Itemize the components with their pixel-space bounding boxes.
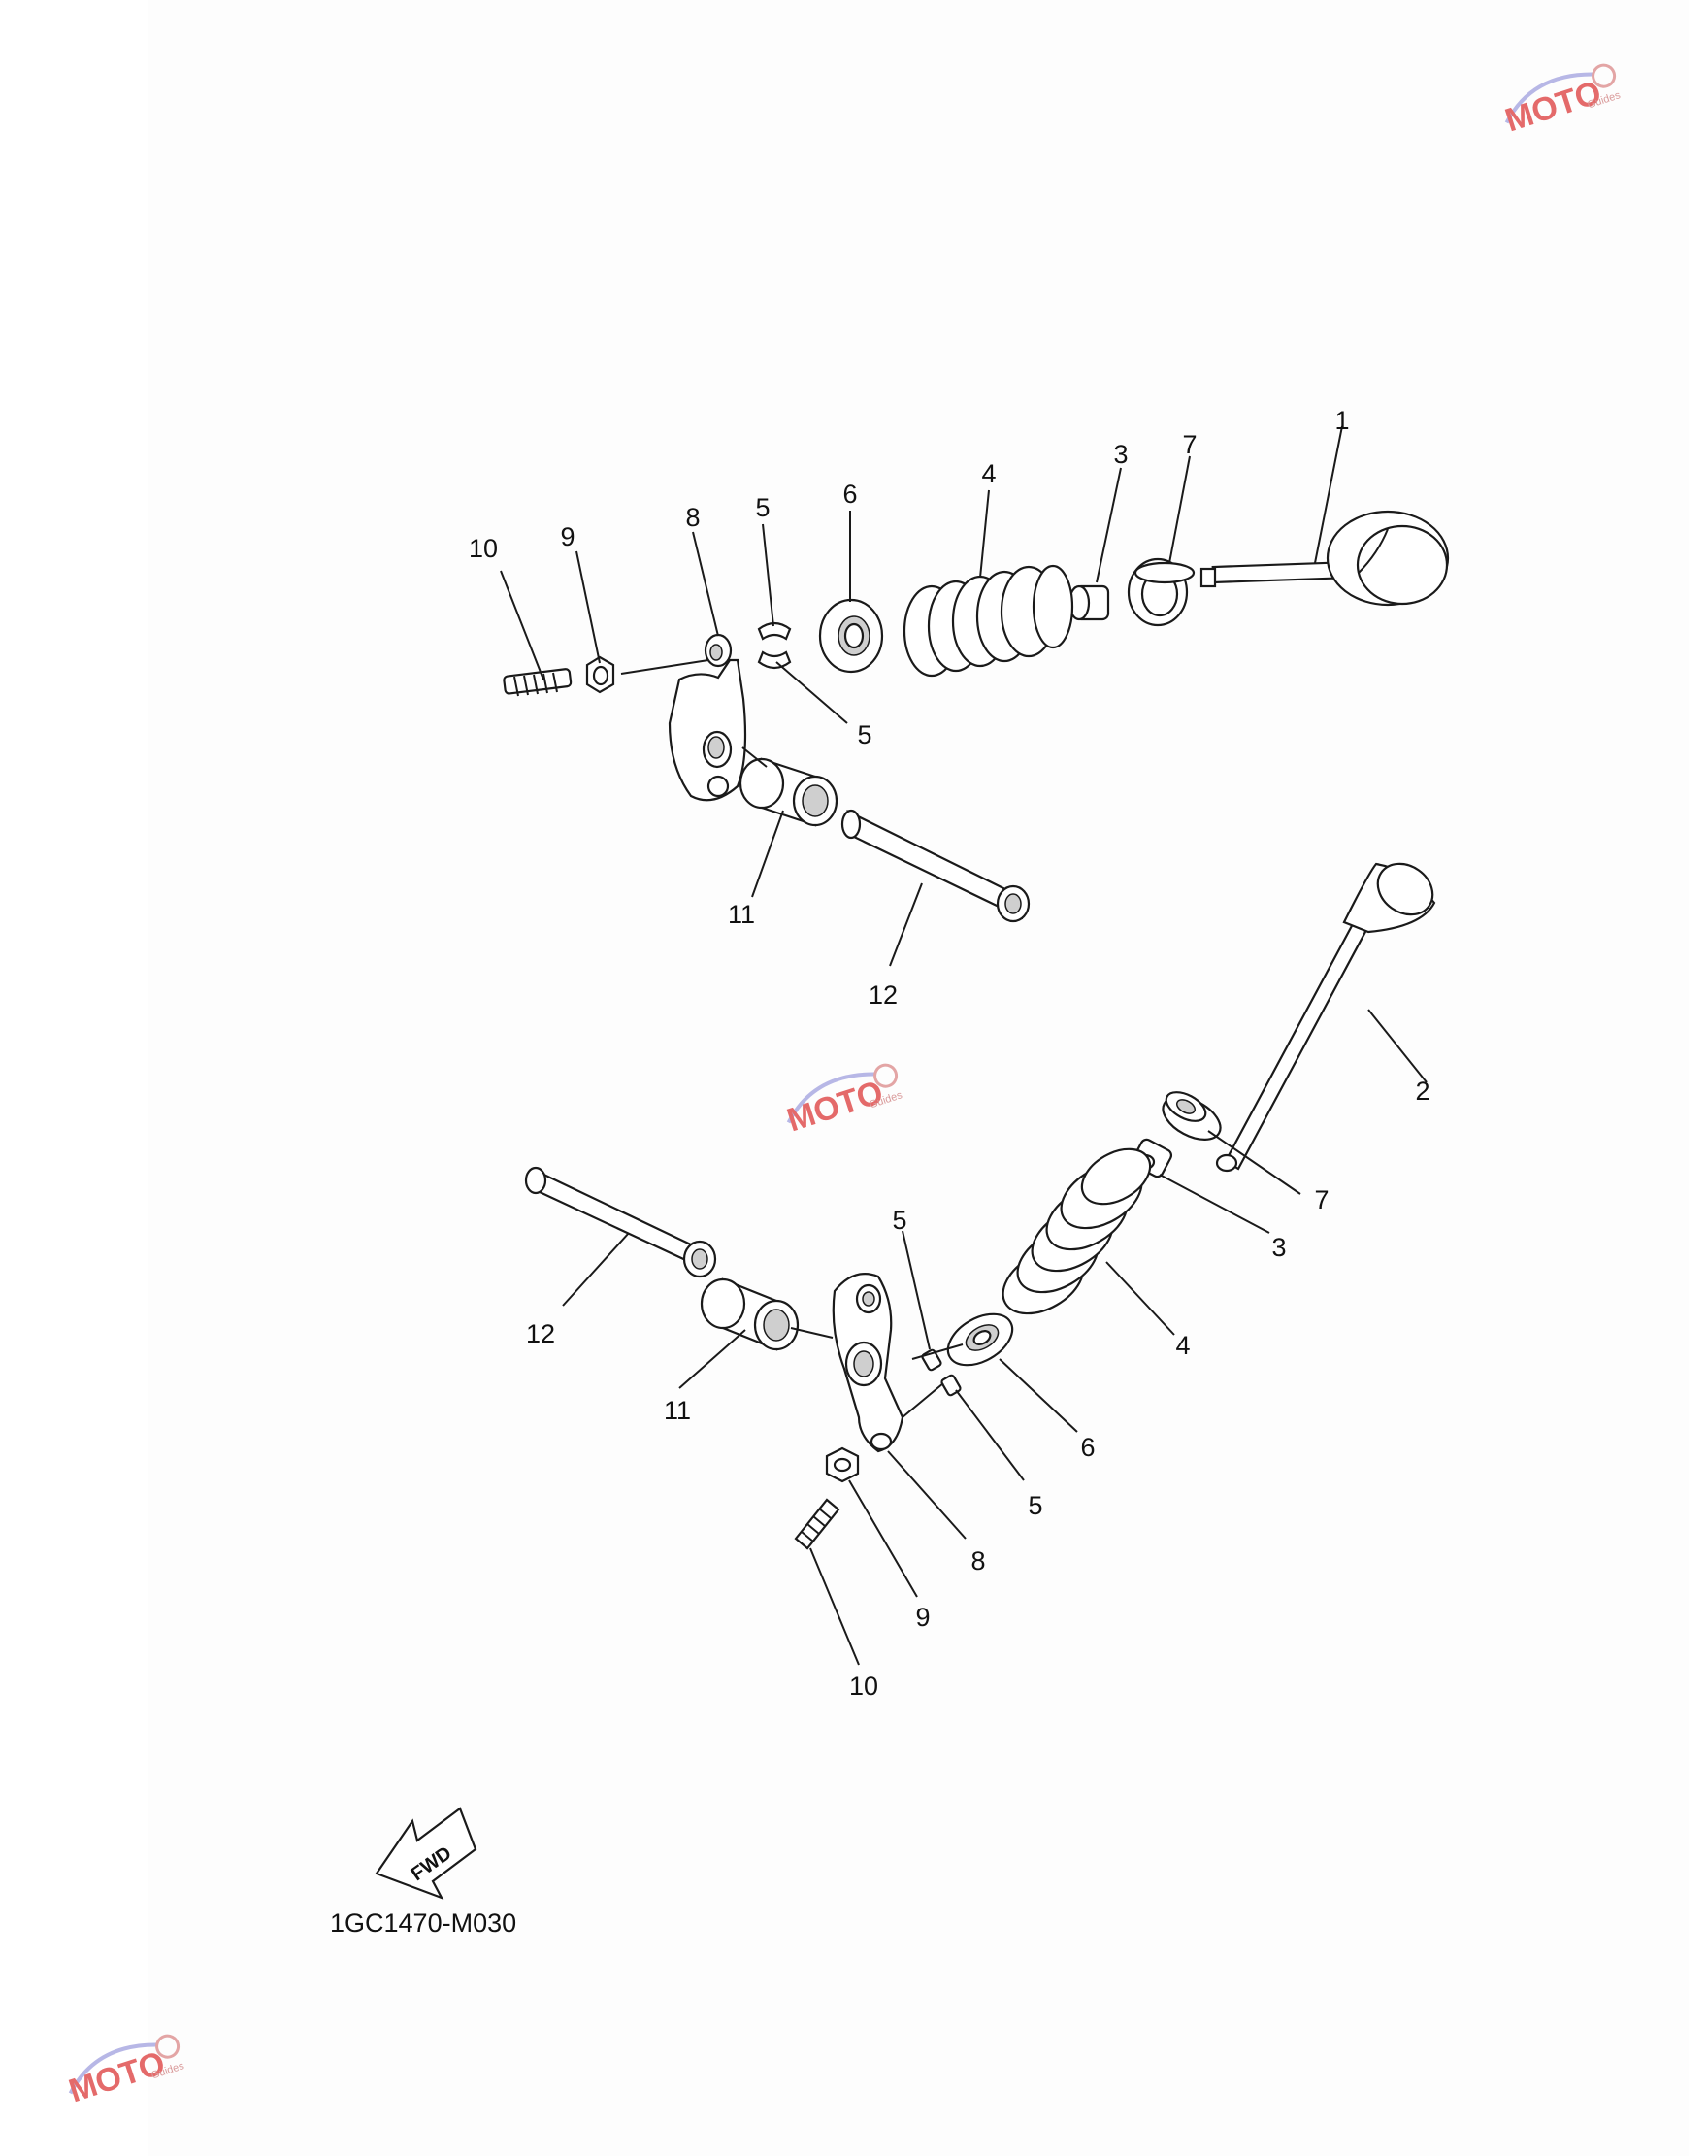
label-part-8: 8 xyxy=(685,503,700,532)
part-5-valve-cotter-lower-b xyxy=(940,1374,962,1397)
label-part-9: 9 xyxy=(560,522,575,551)
label-part-2: 2 xyxy=(1415,1077,1429,1106)
leader-11 xyxy=(751,810,784,898)
part-12-rocker-shaft xyxy=(840,809,1031,923)
label-part-5-lower-a: 5 xyxy=(892,1206,906,1235)
leader-11-lower xyxy=(678,1329,746,1389)
part-8-rocker-arm-lower xyxy=(832,1273,904,1453)
fwd-arrow-icon: FWD xyxy=(375,1807,477,1901)
part-1-intake-valve xyxy=(1199,510,1450,607)
leader-5-top xyxy=(762,523,774,627)
part-5-valve-cotter-top xyxy=(757,621,792,641)
leader-5-lower-b xyxy=(955,1389,1025,1481)
leader-9-lower xyxy=(848,1479,918,1598)
part-7-valve-stem-seal-lower xyxy=(1162,1091,1222,1141)
leader-2 xyxy=(1367,1009,1428,1083)
label-part-11-lower: 11 xyxy=(664,1396,691,1425)
label-part-4-lower: 4 xyxy=(1175,1331,1190,1360)
part-6-valve-retainer-lower xyxy=(946,1312,1014,1367)
part-2-exhaust-valve xyxy=(1215,862,1436,1173)
part-4-valve-spring xyxy=(903,564,1074,678)
page-background xyxy=(148,0,1689,2156)
leader-4 xyxy=(979,489,990,579)
label-part-6: 6 xyxy=(842,480,857,509)
label-part-5-lower-b: 5 xyxy=(1028,1491,1042,1520)
part-3-spring-seat xyxy=(1068,584,1110,621)
part-12-rocker-shaft-lower xyxy=(524,1166,717,1278)
leader-10 xyxy=(500,570,544,680)
upper-assembly: 1 3 7 4 6 5 8 9 10 5 11 12 xyxy=(469,406,1450,1010)
part-9-locknut-lower xyxy=(825,1446,860,1483)
label-part-7-lower: 7 xyxy=(1314,1185,1329,1214)
leader-7 xyxy=(1168,455,1191,564)
label-part-3-lower: 3 xyxy=(1271,1233,1286,1262)
label-part-12: 12 xyxy=(869,980,898,1010)
part-10-adjusting-screw-lower xyxy=(794,1498,840,1550)
label-part-9-lower: 9 xyxy=(915,1603,930,1632)
diagram-code: 1GC1470-M030 xyxy=(330,1908,516,1938)
part-5-valve-cotter-bottom xyxy=(757,650,792,670)
part-11-rocker-bush xyxy=(739,757,838,827)
lower-assembly: 2 7 3 4 5 6 5 8 9 10 11 12 xyxy=(524,862,1436,1701)
label-part-8-lower: 8 xyxy=(970,1546,985,1576)
leader-9 xyxy=(575,550,601,664)
label-part-3: 3 xyxy=(1113,440,1128,469)
label-part-5-bottom: 5 xyxy=(857,720,871,749)
leader-8-lower xyxy=(887,1450,967,1540)
leader-1 xyxy=(1314,425,1343,564)
label-part-1: 1 xyxy=(1334,406,1349,435)
leader-3-lower xyxy=(1159,1174,1270,1234)
label-part-5-top: 5 xyxy=(755,493,770,522)
label-part-12-lower: 12 xyxy=(526,1319,555,1348)
leader-5-bottom xyxy=(775,661,848,724)
part-7-valve-stem-seal xyxy=(1127,557,1196,627)
leader-12-lower xyxy=(562,1232,630,1307)
upper-center-lines xyxy=(620,659,768,768)
leader-5-lower-a xyxy=(902,1230,931,1350)
label-part-7: 7 xyxy=(1182,430,1197,459)
label-part-11: 11 xyxy=(728,900,755,929)
part-6-valve-retainer xyxy=(818,598,884,674)
part-8-rocker-arm xyxy=(668,633,747,802)
label-part-10-lower: 10 xyxy=(849,1672,878,1701)
part-11-rocker-bush-lower xyxy=(700,1277,800,1351)
leader-10-lower xyxy=(809,1547,860,1666)
leader-8 xyxy=(692,531,719,637)
leader-7-lower xyxy=(1207,1130,1301,1195)
leader-4-lower xyxy=(1105,1261,1175,1336)
label-part-6-lower: 6 xyxy=(1080,1433,1095,1462)
watermark-logo-center: MOTO Guides xyxy=(782,1063,904,1140)
leader-12 xyxy=(889,882,923,967)
part-4-valve-spring-lower xyxy=(1002,1147,1152,1315)
watermark-logo-bottom-left: MOTO Guides xyxy=(64,2034,186,2110)
part-10-adjusting-screw xyxy=(503,668,573,697)
lower-center-lines xyxy=(790,1327,964,1418)
leader-3 xyxy=(1096,467,1122,583)
leader-6-lower xyxy=(999,1358,1078,1433)
label-part-4: 4 xyxy=(981,459,996,488)
watermark-logo-top-right: MOTO Guides xyxy=(1500,63,1623,140)
part-9-locknut xyxy=(585,655,615,694)
label-part-10: 10 xyxy=(469,534,498,563)
